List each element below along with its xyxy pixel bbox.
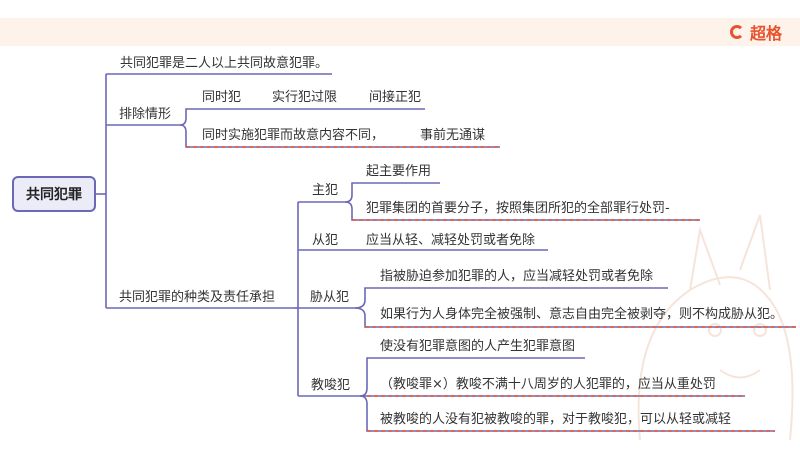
exclusion-item: 间接正犯 [369,90,422,105]
exclusion-item: 事前无通谋 [420,128,486,143]
instigator-label: 教唆犯 [311,378,351,393]
brand-name: 超格 [749,24,782,43]
coerced-item: 指被胁迫参加犯罪的人，应当减轻处罚或者免除 [380,269,654,284]
header-bar [0,18,800,46]
mindmap-root: 共同犯罪 [12,176,96,212]
instigator-item: 被教唆的人没有犯被教唆的罪，对于教唆犯，可以从轻或减轻 [380,412,732,427]
accessory-label: 从犯 [312,233,339,248]
instigator-item: 使没有犯罪意图的人产生犯罪意图 [380,339,576,354]
coerced-item: 如果行为人身体完全被强制、意志自由完全被剥夺，则不构成胁从犯。 [380,307,784,322]
principal-item: 犯罪集团的首要分子，按照集团所犯的全部罪行处罚- [366,201,670,216]
brand-logo: 超格 [729,18,782,46]
principal-label: 主犯 [312,183,339,198]
instigator-item: （教唆罪×）教唆不满十八周岁的人犯罪的，应当从重处罚 [380,377,716,392]
coerced-label: 胁从犯 [310,290,350,305]
exclusion-item: 同时犯 [202,90,242,105]
brand-mark-icon [729,25,744,39]
principal-item: 起主要作用 [366,164,432,179]
accessory-item: 应当从轻、减轻处罚或者免除 [366,233,536,248]
exclusion-item: 实行犯过限 [272,90,338,105]
types-label: 共同犯罪的种类及责任承担 [119,290,276,305]
exclusions-label: 排除情形 [119,107,172,122]
definition-node: 共同犯罪是二人以上共同故意犯罪。 [120,56,329,71]
exclusion-item: 同时实施犯罪而故意内容不同， [202,128,385,143]
